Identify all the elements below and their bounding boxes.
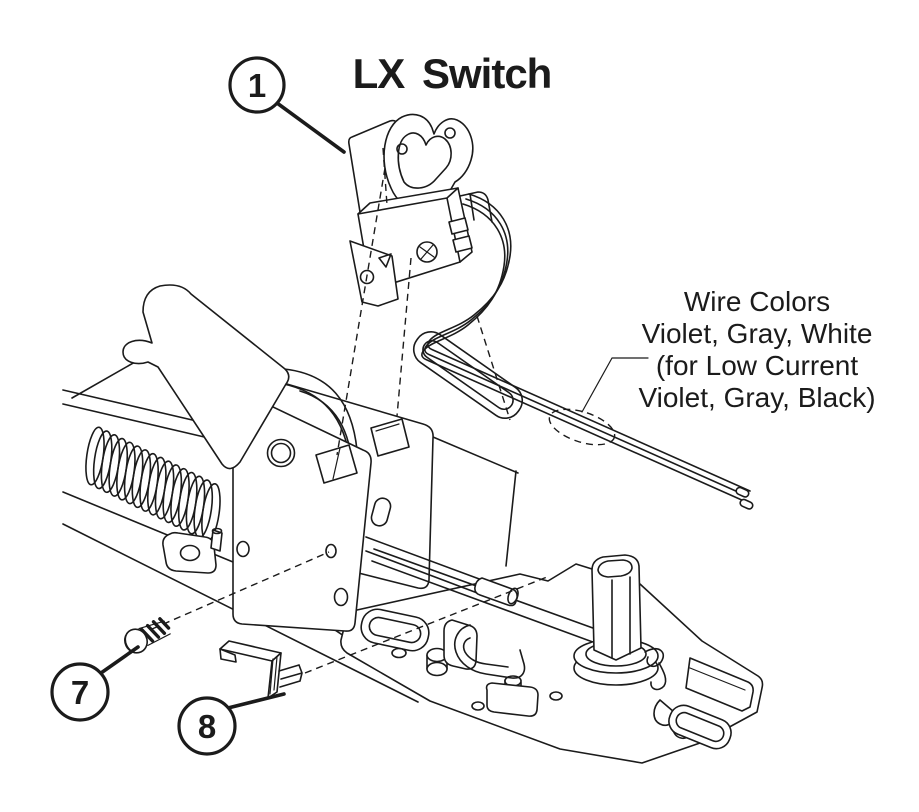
loop-ring xyxy=(668,704,732,750)
wire-note: Wire Colors Violet, Gray, White (for Low… xyxy=(581,286,876,413)
callout-8: 8 xyxy=(177,692,286,756)
wire-note-line2: Violet, Gray, White xyxy=(642,318,873,349)
clamp-bracket xyxy=(443,619,526,679)
plate-tab-notch xyxy=(370,497,392,527)
frame-bail-ring xyxy=(412,330,524,420)
callout-1-circle xyxy=(228,56,286,114)
screw-hole xyxy=(325,543,337,559)
wire-tip xyxy=(739,498,754,510)
callout-7-circle xyxy=(50,662,110,722)
spring-anchor-tab xyxy=(162,527,223,574)
stud-cylinder xyxy=(426,647,448,677)
wire-bundle xyxy=(421,193,754,510)
wire-note-line3: (for Low Current xyxy=(656,350,859,381)
hex-post xyxy=(573,554,659,686)
terminal-tab xyxy=(452,235,473,253)
switch-assembly xyxy=(348,113,493,307)
projection-lines xyxy=(151,147,616,674)
callout-8-circle xyxy=(177,696,237,756)
retainer-squiggle xyxy=(644,647,667,691)
wire-note-line1: Wire Colors xyxy=(684,286,830,317)
front-plate-slot xyxy=(315,444,358,484)
rear-plate-slot xyxy=(370,418,410,457)
plate-hole xyxy=(391,647,407,659)
clip-part xyxy=(219,640,303,699)
pivot-hole xyxy=(266,438,296,468)
terminal-tab xyxy=(448,217,469,235)
plate-hole xyxy=(236,540,250,558)
rod-tip xyxy=(474,577,518,607)
callout-1-label: 1 xyxy=(248,67,266,104)
screw-part xyxy=(124,617,171,654)
callout-1: 1 xyxy=(228,56,346,154)
callout-8-label: 8 xyxy=(198,708,216,745)
wire-tip xyxy=(735,486,750,498)
wire-highlight-ellipse xyxy=(548,408,616,446)
rear-wall-edge xyxy=(432,436,519,567)
handle-lever xyxy=(122,284,290,470)
actuator-rod xyxy=(365,536,641,653)
wire-note-line4: Violet, Gray, Black) xyxy=(638,382,875,413)
plate-hole xyxy=(333,587,349,607)
page-title: LX Switch xyxy=(353,50,552,97)
oblong-slot xyxy=(360,608,430,652)
stud-block xyxy=(485,675,539,717)
switch-lower-bracket xyxy=(349,240,399,307)
callout-7: 7 xyxy=(50,645,140,722)
right-flat-bar xyxy=(685,657,754,712)
wire-note-leader xyxy=(581,357,649,413)
callout-7-label: 7 xyxy=(71,674,89,711)
plate-hole xyxy=(471,701,485,711)
plate-hole xyxy=(549,691,563,701)
